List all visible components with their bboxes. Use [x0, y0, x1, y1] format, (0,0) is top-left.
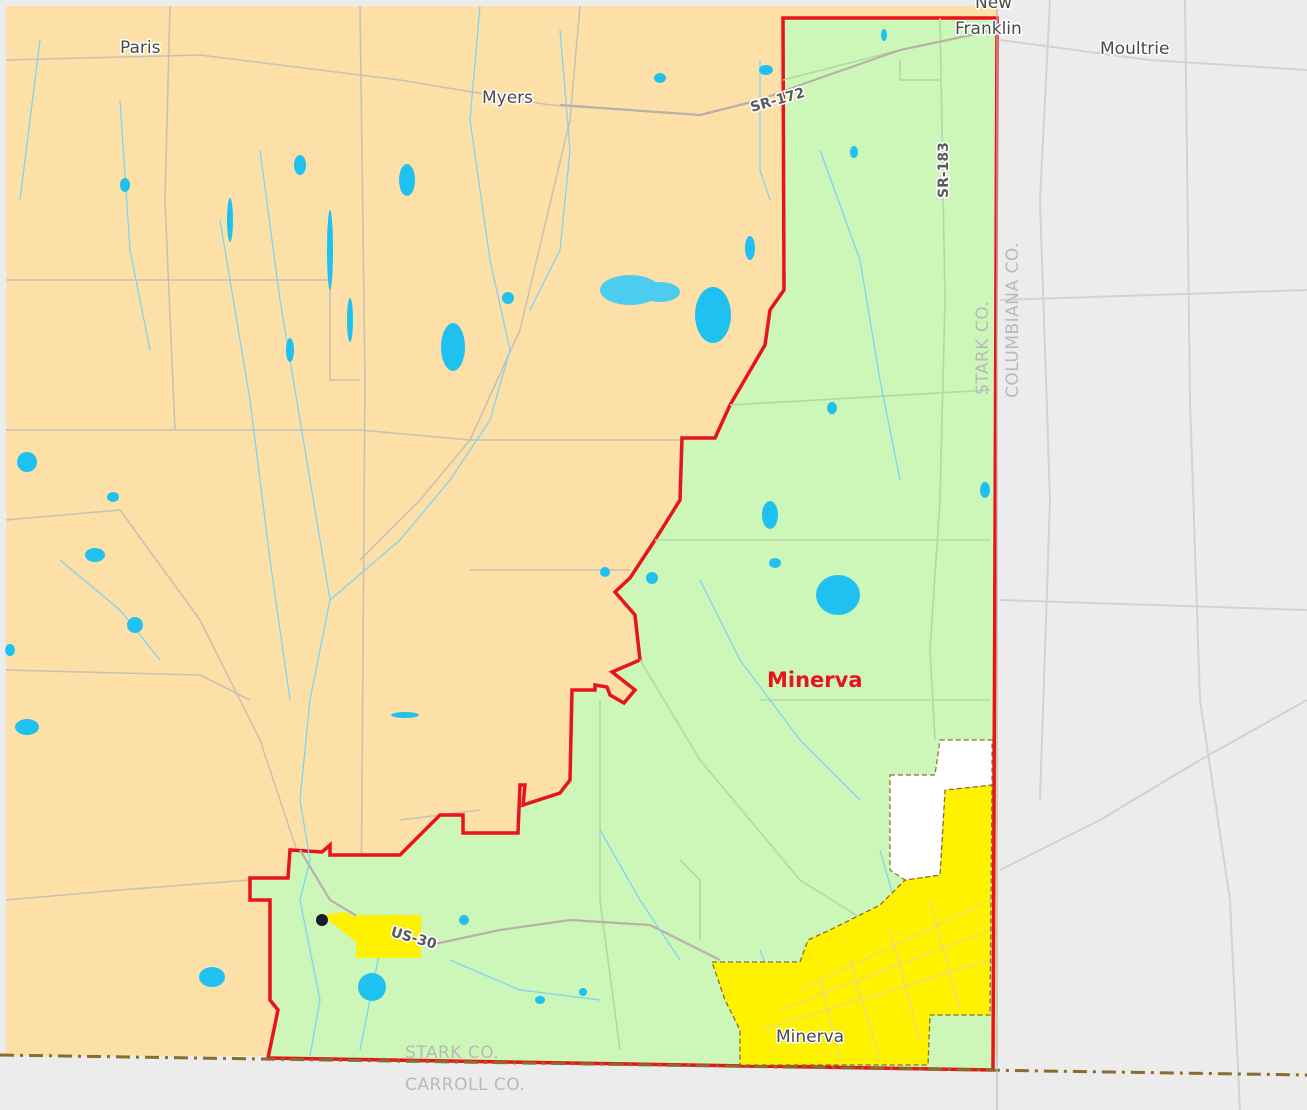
district-boundary[interactable] [248, 16, 999, 1072]
us30-road [299, 849, 721, 961]
county-label-columbiana: COLUMBIANA CO. [1003, 242, 1023, 398]
place-label-moultrie: Moultrie [1100, 39, 1169, 59]
us30-urban-strip [322, 912, 380, 942]
county-label-stark-south: STARK CO. [405, 1043, 499, 1063]
water-bodies [5, 29, 990, 1004]
place-label-paris: Paris [120, 38, 161, 58]
neighbor-roads [999, 0, 1307, 1110]
place-label-minerva-town: Minerva [776, 1027, 844, 1047]
road-label-sr183: SR-183 [936, 142, 952, 198]
village-white-area [889, 739, 993, 881]
district-label: Minerva [767, 668, 863, 692]
county-label-stark-east: STARK CO. [973, 301, 993, 395]
place-label-new-franklin-line2: Franklin [955, 19, 1022, 39]
village-streets [759, 899, 991, 1061]
place-label-new-franklin-line1: New [975, 0, 1012, 13]
dot-marker-icon[interactable] [316, 914, 328, 926]
county-label-carroll: CARROLL CO. [405, 1075, 525, 1095]
sr172-road [559, 28, 996, 117]
place-label-myers: Myers [482, 88, 533, 108]
